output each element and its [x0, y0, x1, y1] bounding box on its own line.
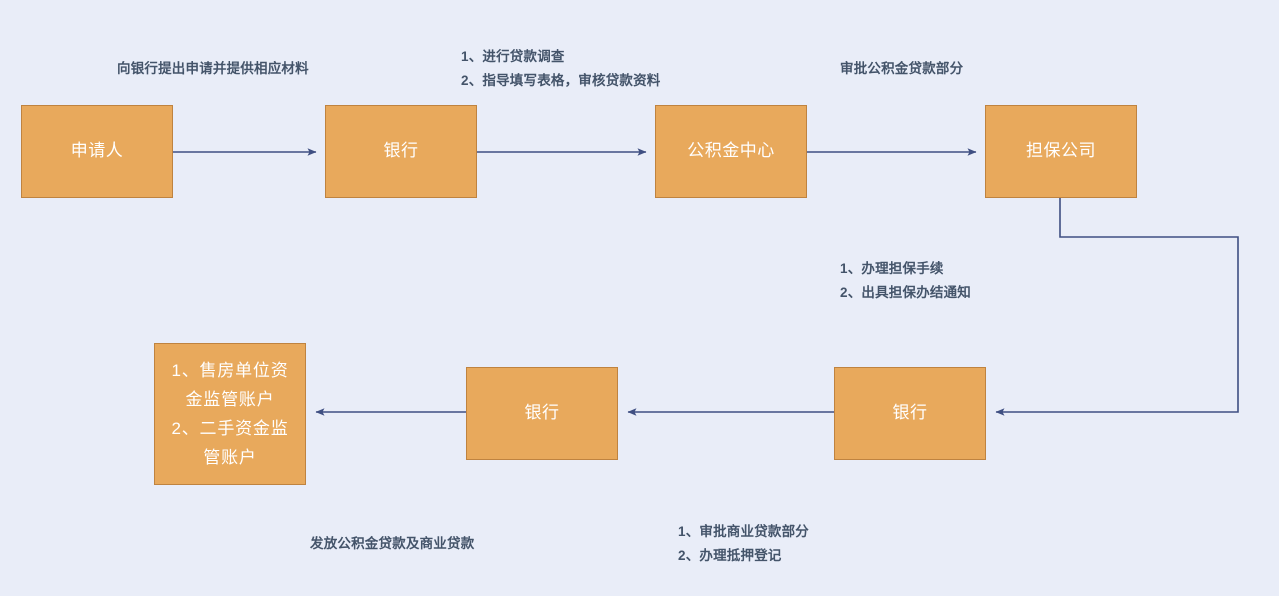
- node-bank-2[interactable]: 银行: [466, 367, 618, 460]
- connector-guarantee-to-bank: [995, 198, 1239, 416]
- node-applicant-label: 申请人: [70, 141, 124, 161]
- node-applicant[interactable]: 申请人: [21, 105, 173, 198]
- node-guarantee-company-label: 担保公司: [1026, 141, 1096, 161]
- node-escrow-accounts[interactable]: 1、售房单位资 金监管账户 2、二手资金监 管账户: [154, 343, 306, 485]
- edge-label-bank-to-center: 1、进行贷款调查 2、指导填写表格，审核贷款资料: [461, 49, 661, 88]
- node-bank-1[interactable]: 银行: [325, 105, 477, 198]
- edge-label-bank-to-bank: 1、审批商业贷款部分 2、办理抵押登记: [678, 524, 810, 563]
- edge-label-guarantee-to-bank: 1、办理担保手续 2、出具担保办结通知: [840, 261, 972, 300]
- node-bank-1-label: 银行: [383, 141, 419, 161]
- edge-label-apply-to-bank: 向银行提出申请并提供相应材料: [117, 61, 309, 76]
- node-fund-center[interactable]: 公积金中心: [655, 105, 807, 198]
- edge-label-bank-to-escrow: 发放公积金贷款及商业贷款: [310, 536, 475, 551]
- node-guarantee-company[interactable]: 担保公司: [985, 105, 1137, 198]
- node-fund-center-label: 公积金中心: [687, 141, 775, 161]
- node-bank-3-label: 银行: [892, 403, 928, 423]
- node-escrow-accounts-label: 1、售房单位资 金监管账户 2、二手资金监 管账户: [171, 360, 289, 468]
- node-bank-2-label: 银行: [524, 403, 560, 423]
- edge-label-center-to-guarantee: 审批公积金贷款部分: [840, 61, 964, 76]
- node-bank-3[interactable]: 银行: [834, 367, 986, 460]
